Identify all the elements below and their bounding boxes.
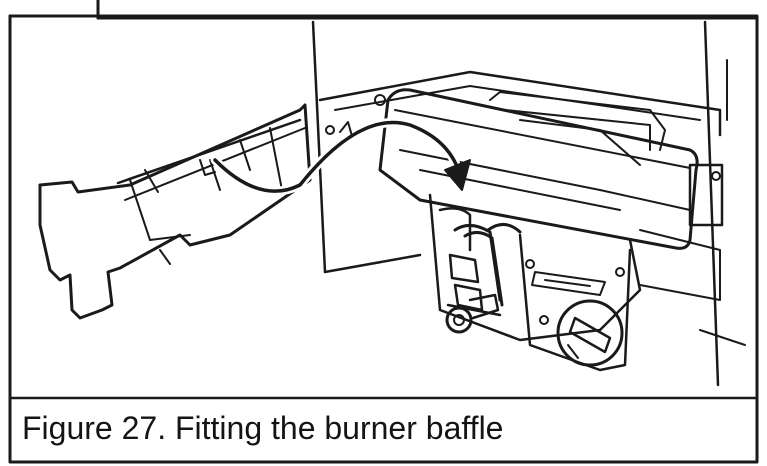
curved-arrow-icon — [210, 118, 471, 196]
figure-caption: Figure 27. Fitting the burner baffle — [22, 410, 504, 446]
figure-border — [8, 14, 759, 464]
figure-header-tab — [8, 0, 100, 20]
